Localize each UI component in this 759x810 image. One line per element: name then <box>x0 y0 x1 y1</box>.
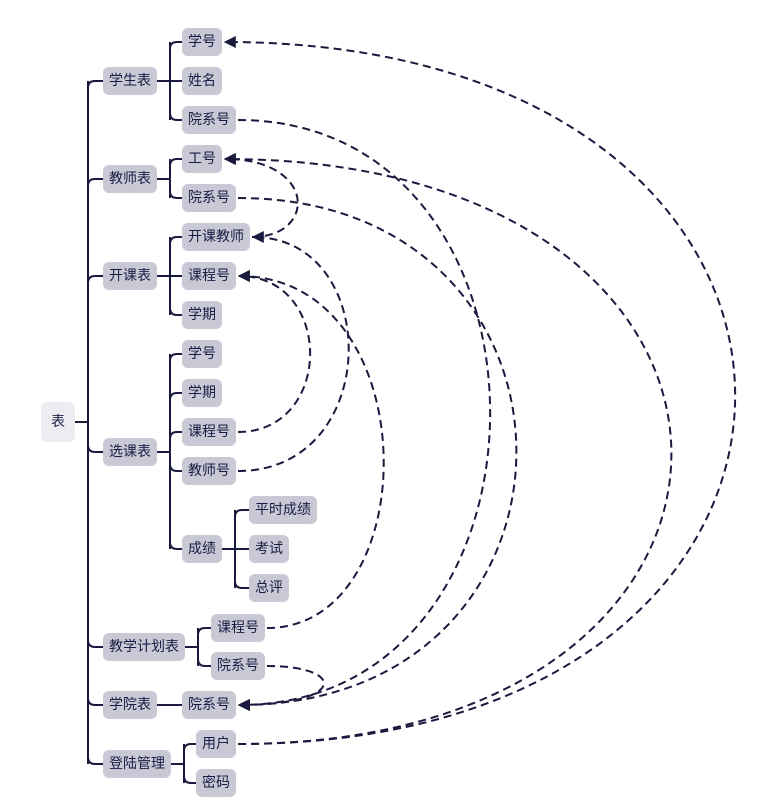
field-course-teacher: 开课教师 <box>182 223 250 251</box>
connector-table-course <box>87 275 103 284</box>
field-teacher-id: 工号 <box>182 145 222 173</box>
connector-field-student-dept <box>169 112 182 121</box>
field-student-id: 学号 <box>182 28 222 56</box>
connector-table-select-trunk <box>157 354 171 549</box>
connector-table-login <box>87 756 103 765</box>
link-field-course-teacher-to-field-teacher-id <box>223 153 299 238</box>
field-teacher-dept: 院系号 <box>182 184 236 212</box>
connector-field-select-score <box>169 541 182 550</box>
field-select-teacher-id: 教师号 <box>182 457 236 485</box>
table-student: 学生表 <box>103 67 157 95</box>
link-field-login-user-to-field-teacher-id <box>223 153 673 745</box>
connector-field-teacher-id <box>169 158 182 167</box>
connector-table-course-trunk <box>157 237 171 315</box>
connector-field-login-user <box>183 743 196 752</box>
connector-table-plan-trunk <box>185 628 199 666</box>
field-select-term: 学期 <box>182 379 222 407</box>
link-field-select-course-id-to-field-course-id <box>237 270 311 433</box>
field-course-id: 课程号 <box>182 262 236 290</box>
link-field-teacher-dept-to-field-college-dept <box>237 197 518 711</box>
connector-field-select-student-id <box>169 353 182 362</box>
tree-connectors <box>75 41 249 784</box>
table-course: 开课表 <box>103 262 157 290</box>
connector-table-login-trunk <box>171 744 185 783</box>
connector-table-student <box>87 80 103 89</box>
connector-field-select-teacher-id <box>169 463 182 472</box>
field-select-student-id: 学号 <box>182 340 222 368</box>
field-score-total: 总评 <box>249 574 289 602</box>
table-login: 登陆管理 <box>103 750 171 778</box>
relation-links <box>223 36 737 745</box>
link-field-login-user-to-field-student-id <box>223 36 737 745</box>
field-student-name: 姓名 <box>182 67 222 95</box>
link-field-student-dept-to-field-college-dept <box>237 119 492 711</box>
table-college: 学院表 <box>103 691 157 719</box>
connector-field-plan-course-id <box>197 627 211 636</box>
link-field-plan-course-id-to-field-course-id <box>237 270 385 629</box>
connector-field-score-total <box>234 580 249 589</box>
table-plan: 教学计划表 <box>103 633 185 661</box>
table-select: 选课表 <box>103 438 157 466</box>
connector-field-login-password <box>183 775 196 784</box>
field-score-usual: 平时成绩 <box>249 496 317 524</box>
field-course-term: 学期 <box>182 301 222 329</box>
connector-field-score-usual <box>234 509 249 518</box>
field-college-dept: 院系号 <box>182 691 236 719</box>
connector-field-student-id <box>169 41 182 50</box>
connector-root-node-trunk <box>75 81 89 764</box>
connector-table-teacher-trunk <box>157 159 171 198</box>
field-plan-dept: 院系号 <box>211 652 265 680</box>
field-score-exam: 考试 <box>249 535 289 563</box>
root-node: 表 <box>41 402 75 442</box>
connector-table-student-trunk <box>157 42 171 120</box>
table-teacher: 教师表 <box>103 165 157 193</box>
connector-table-plan <box>87 639 103 648</box>
field-login-password: 密码 <box>196 769 236 797</box>
connector-table-teacher <box>87 178 103 187</box>
field-login-user: 用户 <box>196 730 236 758</box>
connector-field-select-course-id <box>169 431 182 440</box>
connector-field-plan-dept <box>197 658 211 667</box>
connector-table-select <box>87 444 103 453</box>
field-select-course-id: 课程号 <box>182 418 236 446</box>
field-select-score: 成绩 <box>182 535 222 563</box>
link-field-select-teacher-id-to-field-course-teacher <box>237 231 350 472</box>
connector-field-course-term <box>169 307 182 316</box>
connector-field-teacher-dept <box>169 190 182 199</box>
connector-field-select-score-trunk <box>222 510 236 588</box>
connector-field-course-teacher <box>169 236 182 245</box>
field-student-dept: 院系号 <box>182 106 236 134</box>
connector-field-select-term <box>169 392 182 401</box>
field-plan-course-id: 课程号 <box>211 614 265 642</box>
connector-table-college <box>87 697 103 706</box>
